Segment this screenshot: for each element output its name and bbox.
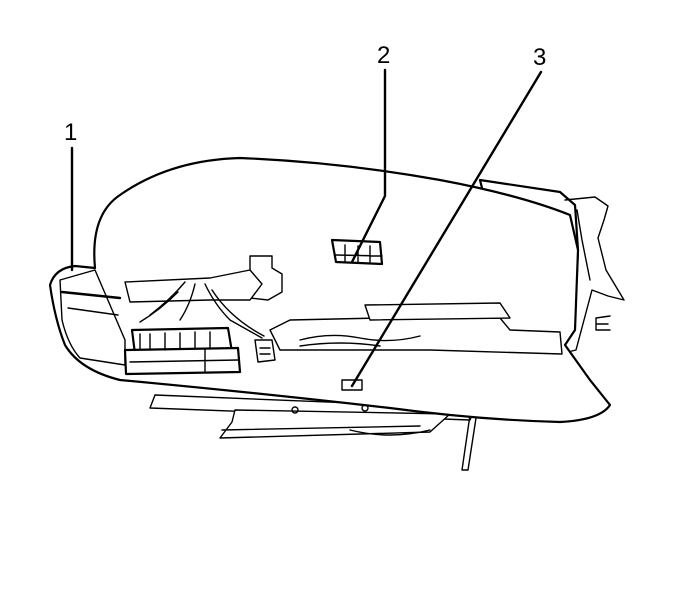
callout-1: 1 <box>64 119 77 146</box>
cushion-opening <box>59 269 563 366</box>
wiring-harness <box>124 255 283 363</box>
leader-line-3 <box>350 70 543 388</box>
callout-3: 3 <box>533 44 546 71</box>
lower-frame <box>149 394 477 471</box>
leader-line-2 <box>350 68 387 264</box>
callout-2: 2 <box>377 42 390 69</box>
leader-lines <box>70 68 543 388</box>
seat-module-connector <box>123 326 242 376</box>
